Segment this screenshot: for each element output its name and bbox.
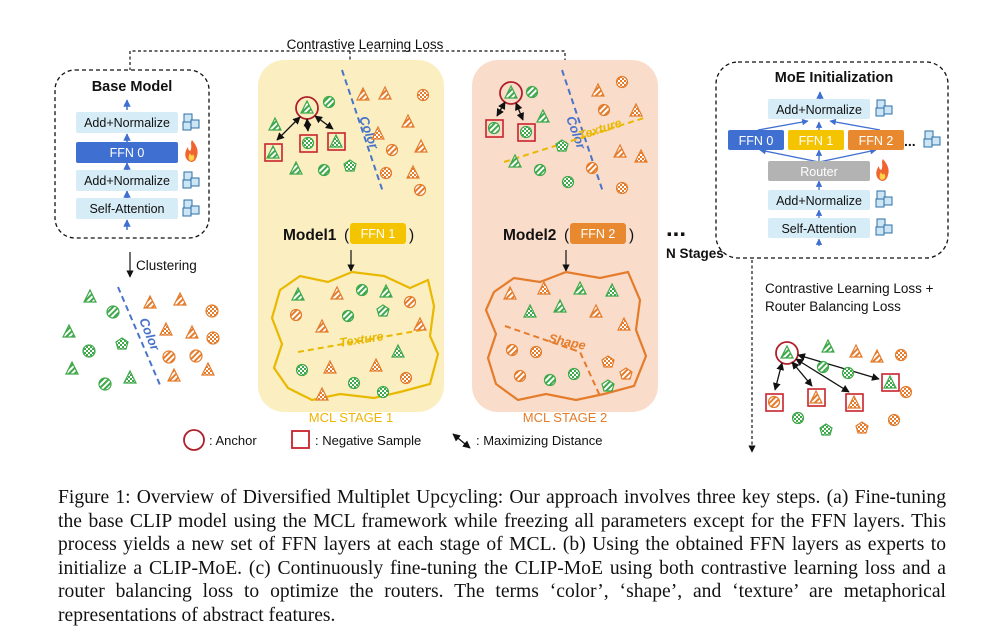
frozen-ice-icon [875,218,893,236]
moe-router [768,161,870,181]
frozen-ice-icon [182,199,200,217]
svg-text:): ) [409,227,414,244]
frozen-ice-icon [875,99,893,117]
base-model-title: Base Model [92,79,173,95]
legend-negative-icon [291,430,310,449]
top-loss-label: Contrastive Learning Loss [287,37,444,52]
legend-anchor-label: : Anchor [209,433,257,448]
negative-sample-marker [327,132,346,151]
frozen-ice-icon [875,190,893,208]
moe-expert-ffn1 [788,130,844,150]
negative-sample-marker [485,119,504,138]
negative-sample-marker [264,143,283,162]
moe-title: MoE Initialization [775,70,893,86]
svg-text:): ) [629,227,634,244]
svg-text:(: ( [344,227,350,244]
model1-label: Model1 [283,227,337,244]
legend-double-arrow-icon [452,433,471,449]
svg-text:FFN 1: FFN 1 [361,227,396,241]
svg-text:Self-Attention: Self-Attention [781,222,856,236]
moe-self-attention [768,218,870,238]
base-ffn0-block [76,142,178,163]
legend: : Anchor : Negative Sample : Maximizing … [183,429,602,451]
figure-diagram: Contrastive Learning Loss Base Model Add… [54,37,949,453]
base-add-normalize-top [76,112,178,133]
moe-add-normalize-top [768,99,870,119]
moe-add-normalize-bottom [768,190,870,210]
legend-negative-label: : Negative Sample [315,433,421,448]
ffn2-block [570,223,626,244]
final-result-cluster [765,338,913,436]
svg-text:FFN 2: FFN 2 [859,134,894,148]
svg-text:Add+Normalize: Add+Normalize [84,174,170,188]
stage2-label: MCL STAGE 2 [523,410,608,425]
svg-text:(: ( [564,227,570,244]
final-loss-line-1: Contrastive Learning Loss + [765,281,934,296]
moe-expert-ffn0 [728,130,784,150]
legend-anchor-icon [183,429,205,451]
ffn1-block [350,223,406,244]
svg-text:Router: Router [800,165,838,179]
legend-maximizing-label: : Maximizing Distance [476,433,602,448]
frozen-ice-icon [182,113,200,131]
n-stages-label: N Stages [666,246,724,261]
final-loss-line-2: Router Balancing Loss [765,299,901,314]
fire-icon [185,140,198,162]
clustered-samples: Color [62,286,220,391]
frozen-ice-icon [182,171,200,189]
base-self-attention [76,198,178,219]
svg-text:FFN 2: FFN 2 [581,227,616,241]
color-label: Color [136,316,163,354]
caption-text: Figure 1: Overview of Diversified Multip… [58,487,946,626]
moe-initialization-panel: MoE Initialization Add+Normalize FFN 0 F… [715,61,949,259]
svg-text:Add+Normalize: Add+Normalize [776,194,862,208]
svg-text:FFN 0: FFN 0 [739,134,774,148]
stages-ellipsis: ... [666,215,686,242]
frozen-ice-icon [923,130,941,148]
mcl-stage-2-panel: Color Texture Model2 ( FFN 2 ) [472,60,658,425]
svg-text:Add+Normalize: Add+Normalize [776,103,862,117]
fire-icon [876,159,889,181]
base-model-panel: Base Model Add+Normalize FFN 0 Add+Norma… [54,69,210,239]
mcl-stage-1-panel: Color Model1 ( FFN 1 ) [258,60,444,425]
moe-expert-ffn2 [848,130,904,150]
clustering-label: Clustering [136,258,197,273]
base-add-normalize-bottom [76,170,178,191]
model2-label: Model2 [503,227,556,244]
stage1-label: MCL STAGE 1 [309,410,394,425]
svg-text:Self-Attention: Self-Attention [89,202,164,216]
figure-caption: Figure 1: Overview of Diversified Multip… [58,486,946,628]
moe-experts-more: ... [904,133,916,149]
svg-text:FFN 0: FFN 0 [110,146,145,160]
negative-sample-marker [517,123,536,142]
texture-label: Texture [338,329,384,350]
svg-text:FFN 1: FFN 1 [799,134,834,148]
svg-text:Add+Normalize: Add+Normalize [84,116,170,130]
negative-sample-marker [299,134,318,153]
anchor-marker [499,81,523,105]
